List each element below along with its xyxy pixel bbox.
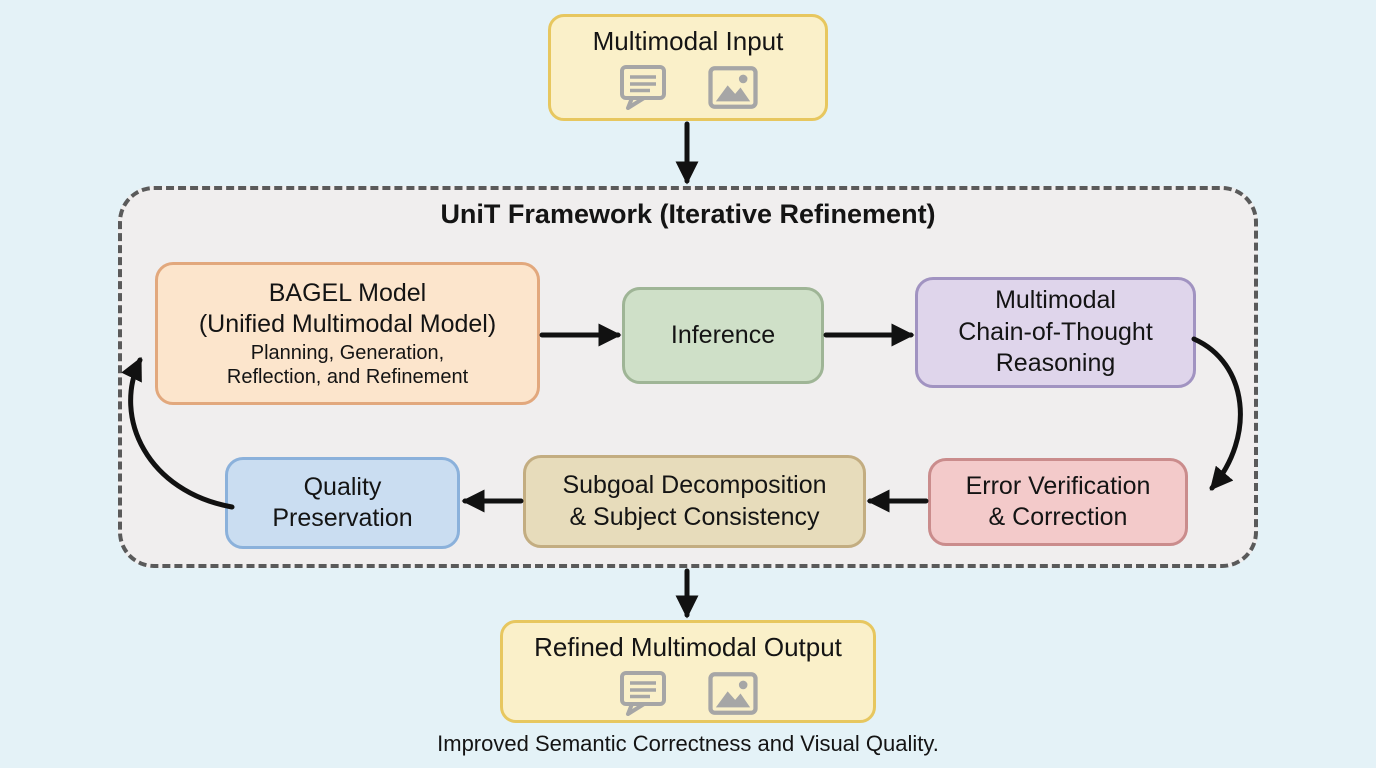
bagel-line-2: (Unified Multimodal Model) [198, 310, 497, 339]
cot-line-3: Reasoning [995, 349, 1116, 378]
input-icon-row [617, 64, 759, 110]
cot-line-2: Chain-of-Thought [958, 317, 1153, 346]
framework-title: UniT Framework (Iterative Refinement) [440, 199, 936, 229]
image-icon [708, 671, 758, 715]
quality-line-1: Quality [303, 472, 382, 501]
output-box-title: Refined Multimodal Output [534, 632, 842, 662]
bagel-subline-2: Reflection, and Refinement [226, 366, 469, 388]
error-line-1: Error Verification [965, 471, 1151, 500]
node-inference: Inference [622, 287, 824, 384]
node-subgoal-decomposition: Subgoal Decomposition & Subject Consiste… [523, 455, 866, 548]
node-multimodal-cot-reasoning: Multimodal Chain-of-Thought Reasoning [915, 277, 1196, 388]
quality-line-2: Preservation [272, 504, 413, 532]
inference-label: Inference [670, 320, 776, 349]
error-line-2: & Correction [988, 503, 1128, 531]
node-quality-preservation: Quality Preservation [225, 457, 460, 549]
image-icon [708, 65, 758, 109]
output-icon-row [617, 670, 759, 716]
node-refined-output: Refined Multimodal Output [500, 620, 876, 723]
bagel-subline-1: Planning, Generation, [250, 341, 445, 364]
subgoal-line-1: Subgoal Decomposition [562, 471, 827, 499]
chat-icon [620, 671, 666, 716]
node-multimodal-input: Multimodal Input [548, 14, 828, 121]
cot-line-1: Multimodal [995, 286, 1116, 315]
chat-icon [620, 65, 666, 110]
input-box-title: Multimodal Input [592, 26, 784, 56]
caption: Improved Semantic Correctness and Visual… [437, 731, 939, 756]
node-bagel-model: BAGEL Model (Unified Multimodal Model) P… [155, 262, 540, 405]
bagel-line-1: BAGEL Model [268, 278, 427, 307]
subgoal-line-2: & Subject Consistency [569, 502, 820, 531]
node-error-verification: Error Verification & Correction [928, 458, 1188, 546]
